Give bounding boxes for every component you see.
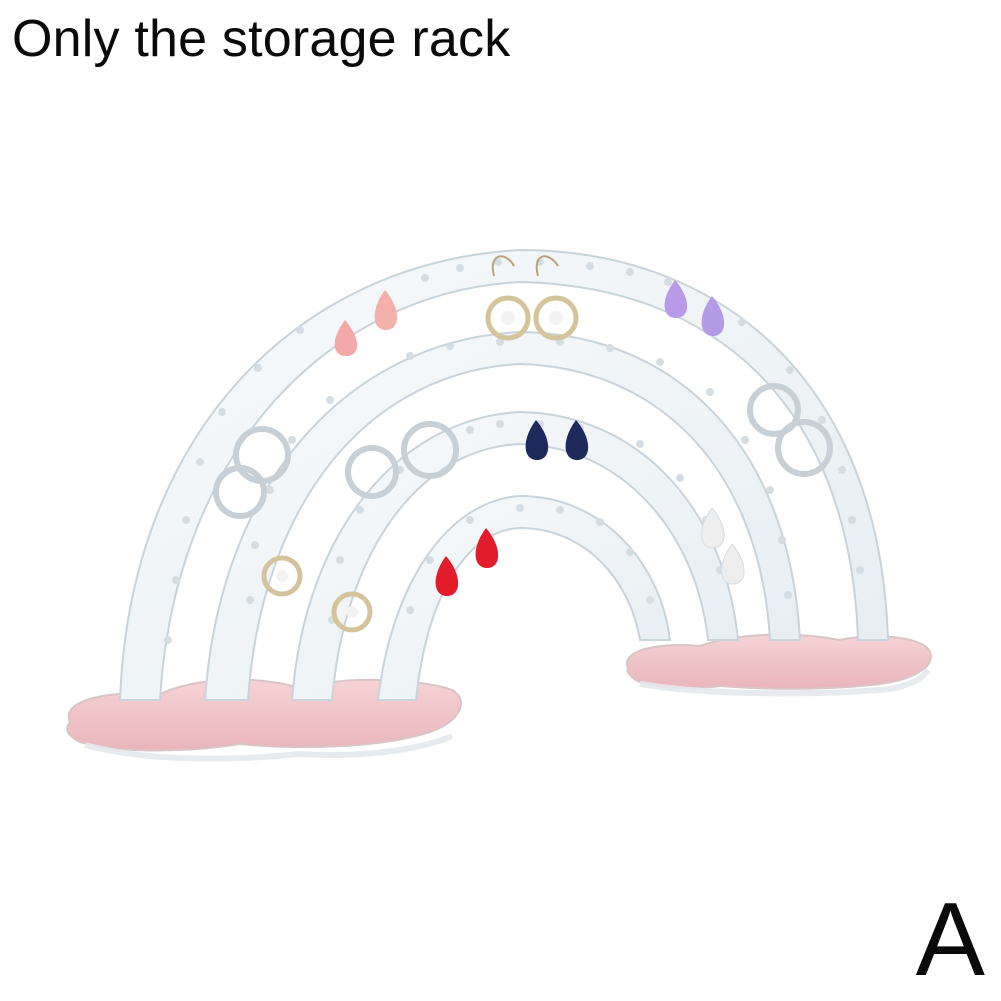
earrings <box>213 255 833 633</box>
right-cloud-base <box>625 633 932 697</box>
rainbow-arches <box>118 248 890 701</box>
variant-label: A <box>915 882 985 998</box>
caption-text: Only the storage rack <box>12 10 511 68</box>
left-cloud-base <box>66 678 462 762</box>
